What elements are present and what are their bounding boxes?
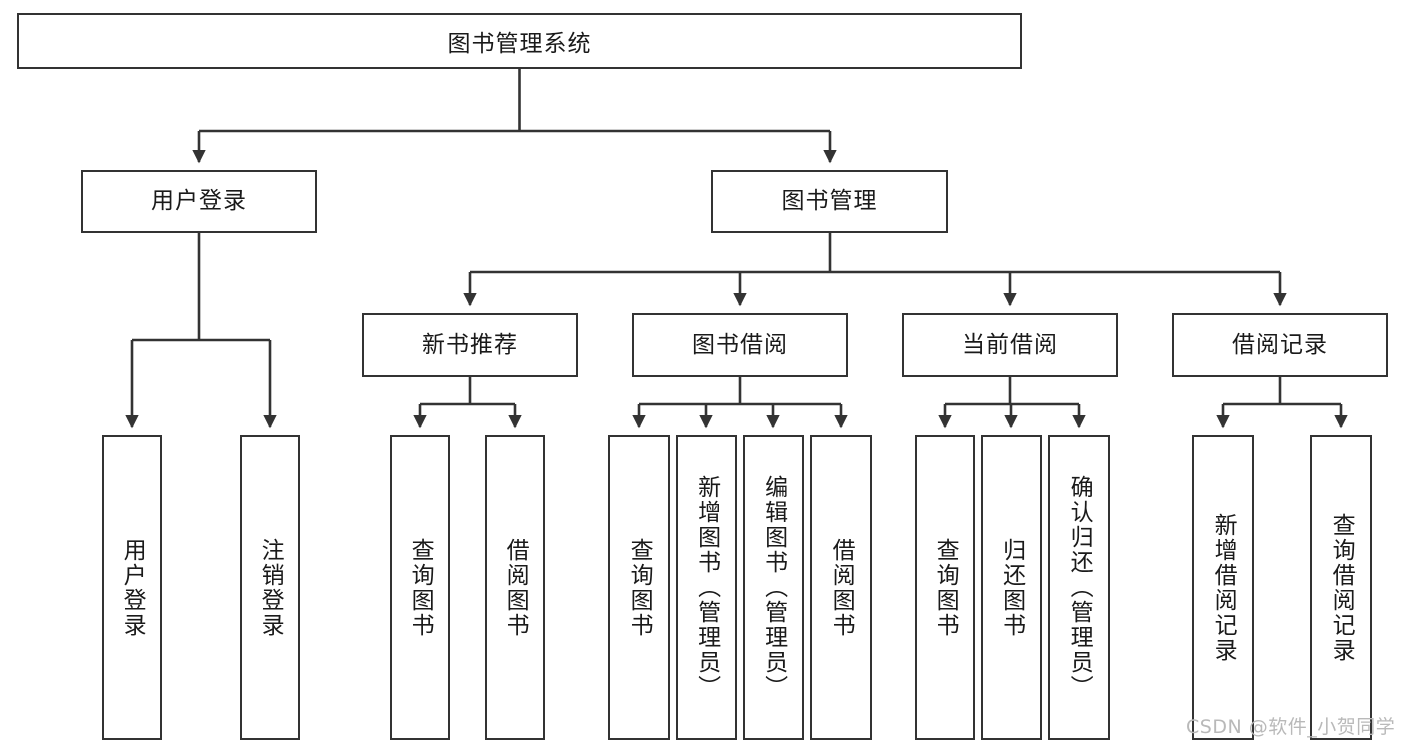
node-leaf-query-book-current[interactable]: 查询图书 [915,435,975,740]
node-leaf-label: 查询图书 [407,537,434,638]
node-leaf-label: 注销登录 [257,537,284,638]
node-leaf-query-book-newbook[interactable]: 查询图书 [390,435,450,740]
node-leaf-confirm-return-admin[interactable]: 确认归还（管理员） [1048,435,1110,740]
node-book-management-label: 图书管理 [781,188,878,215]
node-user-login-label: 用户登录 [151,188,247,215]
node-new-book-recommend[interactable]: 新书推荐 [362,313,578,377]
node-borrow-records-label: 借阅记录 [1232,331,1328,358]
node-root-system[interactable]: 图书管理系统 [17,13,1022,69]
node-book-borrow-label: 图书借阅 [692,331,788,358]
node-leaf-return-book[interactable]: 归还图书 [981,435,1042,740]
node-leaf-label: 编辑图书（管理员） [760,475,787,700]
node-leaf-edit-book-admin[interactable]: 编辑图书（管理员） [743,435,804,740]
node-leaf-borrow-book-newbook[interactable]: 借阅图书 [485,435,545,740]
node-leaf-label: 用户登录 [119,537,146,638]
node-book-management[interactable]: 图书管理 [711,170,948,233]
node-leaf-query-borrow-record[interactable]: 查询借阅记录 [1310,435,1372,740]
csdn-watermark: CSDN @软件_小贺同学 [1186,716,1396,738]
node-leaf-borrow-book[interactable]: 借阅图书 [810,435,872,740]
node-leaf-query-book-borrow[interactable]: 查询图书 [608,435,670,740]
node-book-borrow[interactable]: 图书借阅 [632,313,848,377]
node-leaf-add-book-admin[interactable]: 新增图书（管理员） [676,435,737,740]
node-leaf-add-borrow-record[interactable]: 新增借阅记录 [1192,435,1254,740]
node-user-login[interactable]: 用户登录 [81,170,317,233]
node-leaf-label: 新增图书（管理员） [693,475,720,700]
node-new-book-recommend-label: 新书推荐 [422,331,518,358]
node-leaf-label: 借阅图书 [502,537,529,638]
node-leaf-label: 查询图书 [626,537,653,638]
node-root-label: 图书管理系统 [447,31,592,57]
node-leaf-label: 新增借阅记录 [1210,512,1237,663]
node-leaf-label: 查询借阅记录 [1328,512,1355,663]
node-leaf-label: 查询图书 [932,537,959,638]
node-leaf-user-login[interactable]: 用户登录 [102,435,162,740]
node-borrow-records[interactable]: 借阅记录 [1172,313,1388,377]
node-current-borrow-label: 当前借阅 [962,331,1058,358]
node-leaf-label: 借阅图书 [828,537,855,638]
node-leaf-label: 确认归还（管理员） [1066,475,1093,700]
node-current-borrow[interactable]: 当前借阅 [902,313,1118,377]
node-leaf-logout[interactable]: 注销登录 [240,435,300,740]
node-leaf-label: 归还图书 [998,537,1025,638]
